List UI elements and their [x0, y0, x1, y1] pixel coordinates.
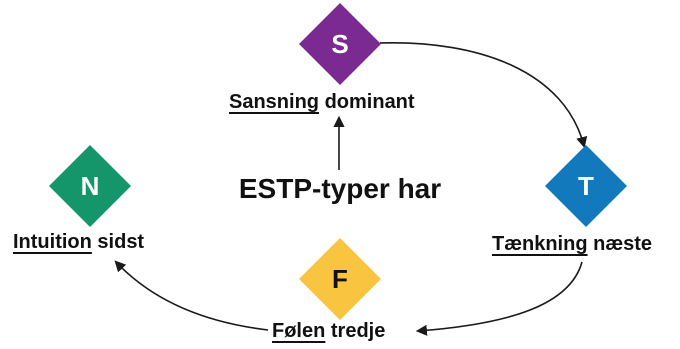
taenkning-letter: T: [578, 171, 594, 201]
intuition-letter: N: [80, 171, 100, 201]
taenkning-label: Tænkning næste: [492, 232, 652, 256]
arrow-foelen-to-intuition: [114, 260, 269, 331]
foelen-label-rest: tredje: [325, 320, 386, 342]
arrow-sansning-to-taenkning: [379, 42, 588, 149]
intuition-label-rest: sidst: [91, 231, 145, 253]
foelen-letter: F: [332, 264, 348, 294]
intuition-label: Intuition sidst: [13, 230, 144, 254]
sansning-label: Sansning dominant: [229, 90, 415, 114]
taenkning-label-underlined: Tænkning: [492, 233, 588, 255]
foelen-label: Følen tredje: [272, 319, 385, 343]
sansning-label-underlined: Sansning: [229, 91, 320, 113]
intuition-label-underlined: Intuition: [13, 231, 92, 253]
center-title: ESTP-typer har: [238, 173, 442, 204]
taenkning-label-rest: næste: [587, 233, 653, 255]
sansning-letter: S: [331, 29, 349, 59]
foelen-label-underlined: Følen: [272, 320, 326, 342]
arrow-taenkning-to-foelen: [415, 261, 583, 336]
sansning-label-rest: dominant: [319, 91, 415, 113]
